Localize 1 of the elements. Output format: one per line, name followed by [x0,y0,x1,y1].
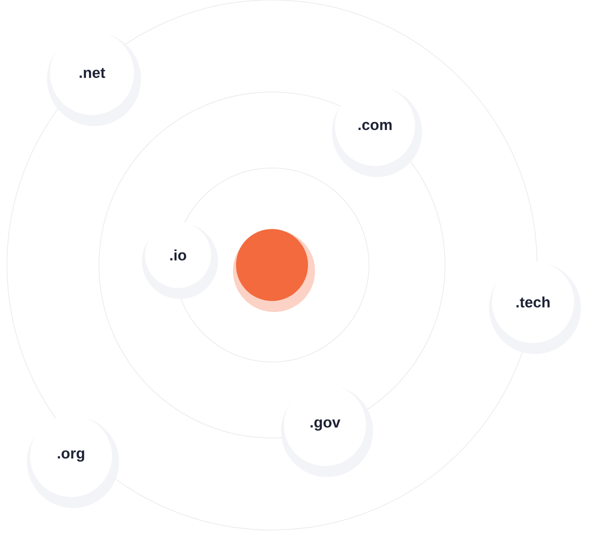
center-circle [233,229,315,312]
